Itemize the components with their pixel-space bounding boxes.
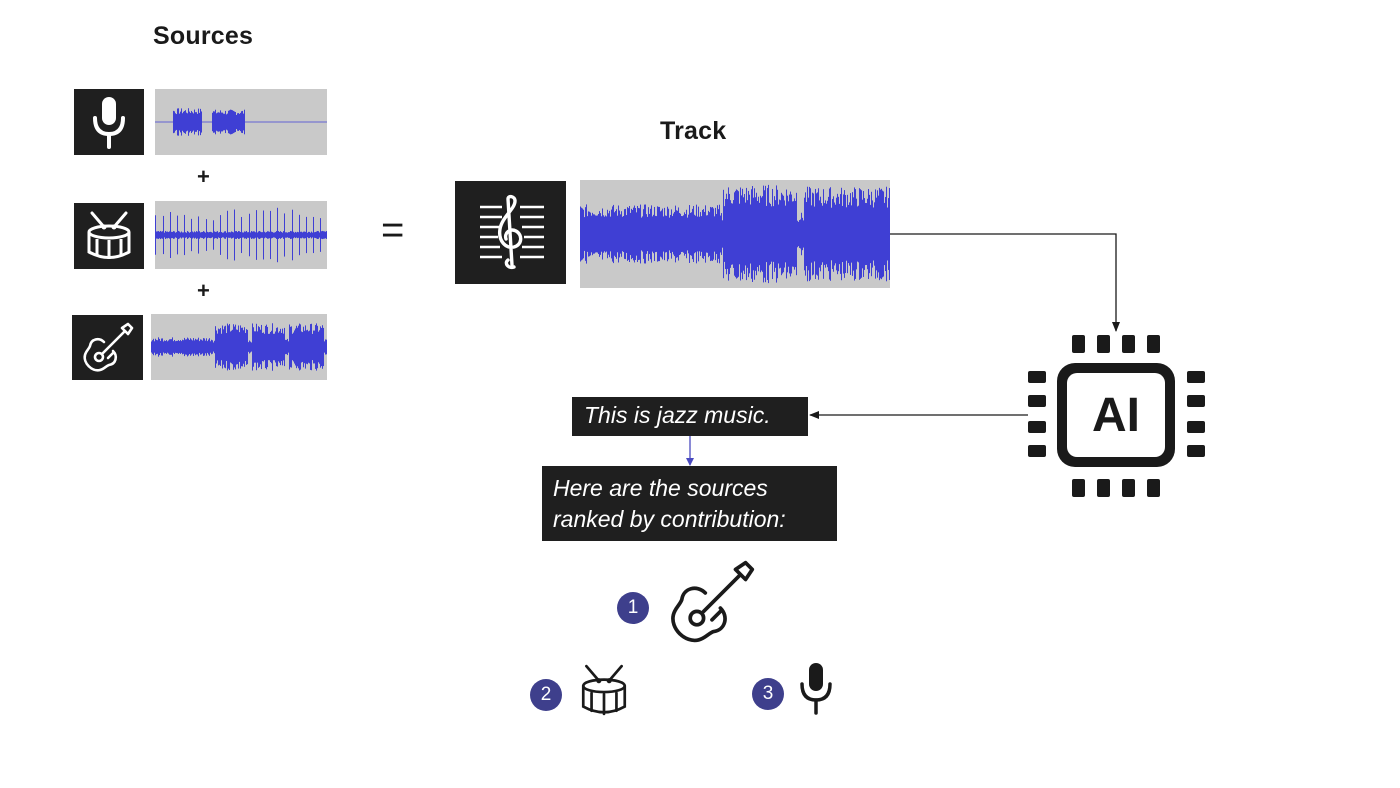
track-title: Track: [660, 117, 727, 145]
source-guitar-waveform: [151, 314, 327, 380]
classification-message: This is jazz music.: [572, 397, 808, 436]
track-to-ai-arrow: [890, 233, 1120, 332]
ranking-message: Here are the sources ranked by contribut…: [542, 466, 837, 541]
source-drums-tile: [74, 203, 144, 269]
ai-label: AI: [1092, 388, 1140, 442]
source-drums-waveform: [155, 201, 327, 269]
equals-sign: =: [381, 208, 405, 252]
ranking-text-line2: ranked by contribution:: [553, 506, 786, 532]
ai-chip-icon: [1028, 335, 1205, 497]
classification-text: This is jazz music.: [584, 402, 771, 428]
guitar-icon: [82, 322, 133, 372]
drum-icon: [581, 664, 627, 716]
guitar-icon: [671, 560, 755, 643]
treble-clef-icon: [479, 194, 544, 269]
track-tile: [455, 181, 566, 284]
ai-chip: AI: [1025, 331, 1209, 499]
source-guitar-tile: [72, 315, 143, 380]
rank-badge-2: 2: [530, 679, 562, 711]
sources-title: Sources: [153, 22, 254, 50]
rank-badge-1: 1: [617, 592, 649, 624]
ranking-text-line1: Here are the sources: [553, 475, 768, 501]
source-vocals-tile: [74, 89, 144, 155]
plus-sign: +: [197, 278, 210, 303]
microphone-icon: [800, 663, 832, 715]
rank-badge-3: 3: [752, 678, 784, 710]
source-vocals-waveform: [155, 89, 327, 155]
track-waveform: [580, 180, 890, 288]
drum-icon: [87, 211, 131, 259]
microphone-icon: [93, 97, 125, 149]
plus-sign: +: [197, 164, 210, 189]
